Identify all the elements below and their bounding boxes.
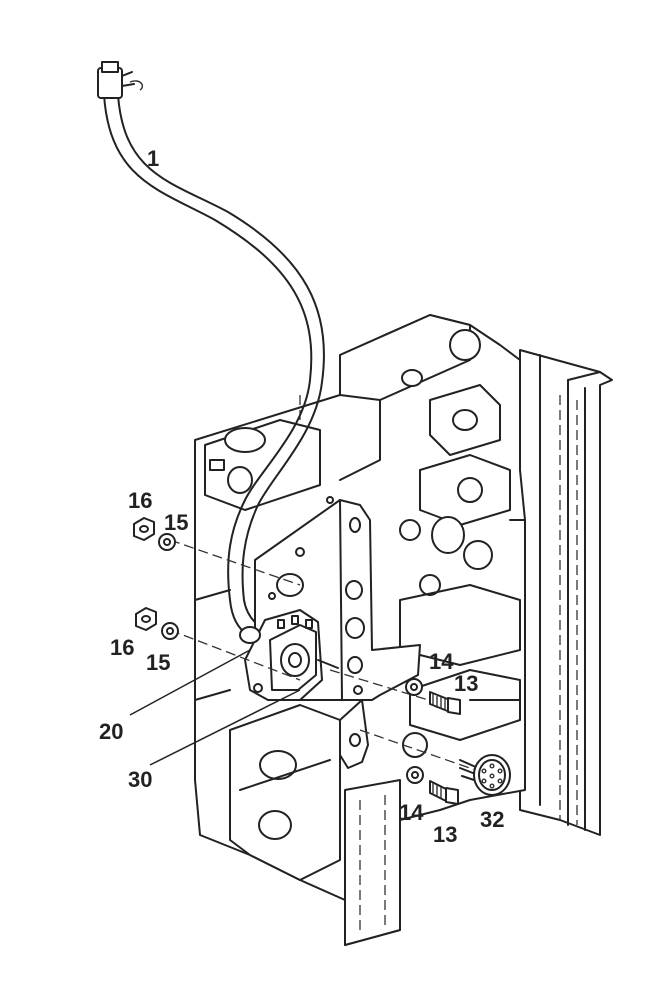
rail-channel [519,349,613,836]
callout-14-lower: 14 [399,800,424,825]
bolt-13-upper [429,691,461,715]
callout-13-lower: 13 [433,822,457,847]
callout-15-upper: 15 [164,510,188,535]
callout-20: 20 [99,719,123,744]
washer-14-upper [405,678,423,696]
sensor-switch-unit [239,609,339,701]
mounting-tab [339,699,369,769]
washer-14-lower [406,766,424,784]
washer-15-lower [161,622,179,640]
callout-32: 32 [480,807,504,832]
nut-16-upper [133,517,155,541]
callout-16-upper: 16 [128,488,152,513]
callout-30: 30 [128,767,152,792]
bolt-13-lower [429,780,459,805]
round-connector-plug [459,754,511,796]
callout-1: 1 [147,146,159,171]
cable-connector-icon [97,61,144,99]
callout-13-upper: 13 [454,671,478,696]
assembly-alignment-lines [169,539,491,776]
cable-harness [103,94,325,636]
callout-14-upper: 14 [429,649,454,674]
callout-16-lower: 16 [110,635,134,660]
nut-16-lower [135,607,157,631]
washer-15-upper [158,533,176,551]
leader-lines [129,649,301,766]
callout-15-lower: 15 [146,650,170,675]
